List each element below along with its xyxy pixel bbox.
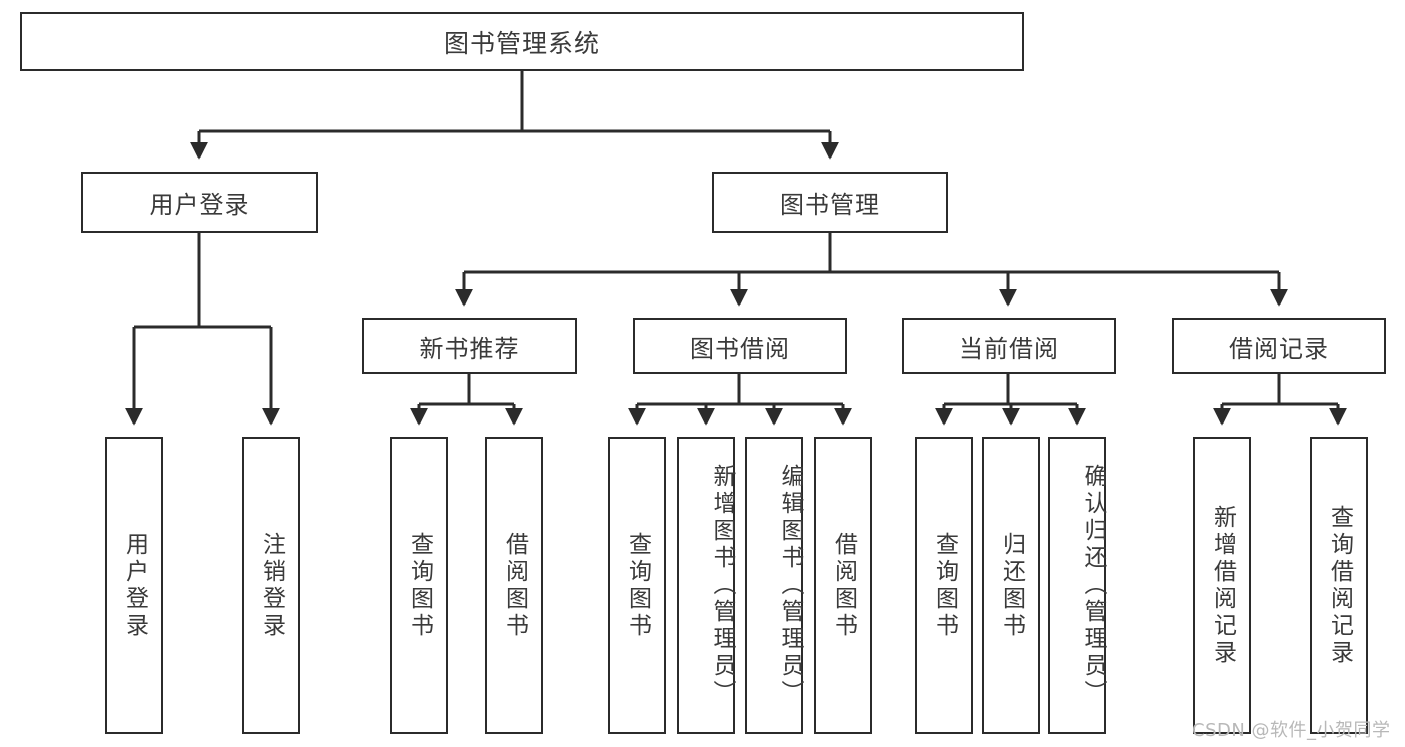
node-label: 新增图书（管理员）: [709, 464, 735, 707]
node-label: 新书推荐: [419, 334, 520, 363]
node-book-borrow[interactable]: 图书借阅: [633, 318, 847, 374]
node-label: 当前借阅: [959, 334, 1059, 363]
node-label: 新增借阅记录: [1209, 504, 1236, 667]
node-label: 查询图书: [624, 531, 651, 640]
leaf-add-borrow-record[interactable]: 新增借阅记录: [1193, 437, 1251, 734]
node-label: 确认归还（管理员）: [1080, 464, 1106, 707]
leaf-borrow-book-2[interactable]: 借阅图书: [814, 437, 872, 734]
leaf-confirm-return[interactable]: 确认归还（管理员）: [1048, 437, 1106, 734]
node-label: 用户登录: [149, 191, 250, 219]
node-new-book-recommend[interactable]: 新书推荐: [362, 318, 577, 374]
node-label: 编辑图书（管理员）: [777, 464, 803, 707]
csdn-watermark: CSDN @软件_小贺同学: [1192, 720, 1391, 741]
node-label: 用户登录: [121, 531, 148, 640]
leaf-borrow-book-1[interactable]: 借阅图书: [485, 437, 543, 734]
node-borrow-record[interactable]: 借阅记录: [1172, 318, 1386, 374]
node-label: 图书管理: [780, 191, 880, 219]
node-label: 借阅图书: [501, 531, 528, 640]
leaf-query-book-3[interactable]: 查询图书: [915, 437, 973, 734]
node-current-borrow[interactable]: 当前借阅: [902, 318, 1116, 374]
node-book-manage[interactable]: 图书管理: [712, 172, 948, 233]
leaf-query-borrow-record[interactable]: 查询借阅记录: [1310, 437, 1368, 734]
node-label: 借阅记录: [1229, 334, 1329, 363]
node-root-system[interactable]: 图书管理系统: [20, 12, 1024, 71]
leaf-user-login[interactable]: 用户登录: [105, 437, 163, 734]
node-label: 归还图书: [998, 531, 1025, 640]
leaf-query-book-2[interactable]: 查询图书: [608, 437, 666, 734]
node-label: 查询借阅记录: [1326, 504, 1353, 667]
leaf-edit-book[interactable]: 编辑图书（管理员）: [745, 437, 803, 734]
node-label: 图书借阅: [690, 334, 790, 363]
node-label: 查询图书: [931, 531, 958, 640]
node-label: 借阅图书: [830, 531, 857, 640]
node-label: 图书管理系统: [443, 28, 600, 58]
leaf-return-book[interactable]: 归还图书: [982, 437, 1040, 734]
node-user-login[interactable]: 用户登录: [81, 172, 318, 233]
node-label: 查询图书: [406, 531, 433, 640]
leaf-user-logout[interactable]: 注销登录: [242, 437, 300, 734]
leaf-query-book-1[interactable]: 查询图书: [390, 437, 448, 734]
leaf-add-book[interactable]: 新增图书（管理员）: [677, 437, 735, 734]
node-label: 注销登录: [258, 531, 285, 640]
